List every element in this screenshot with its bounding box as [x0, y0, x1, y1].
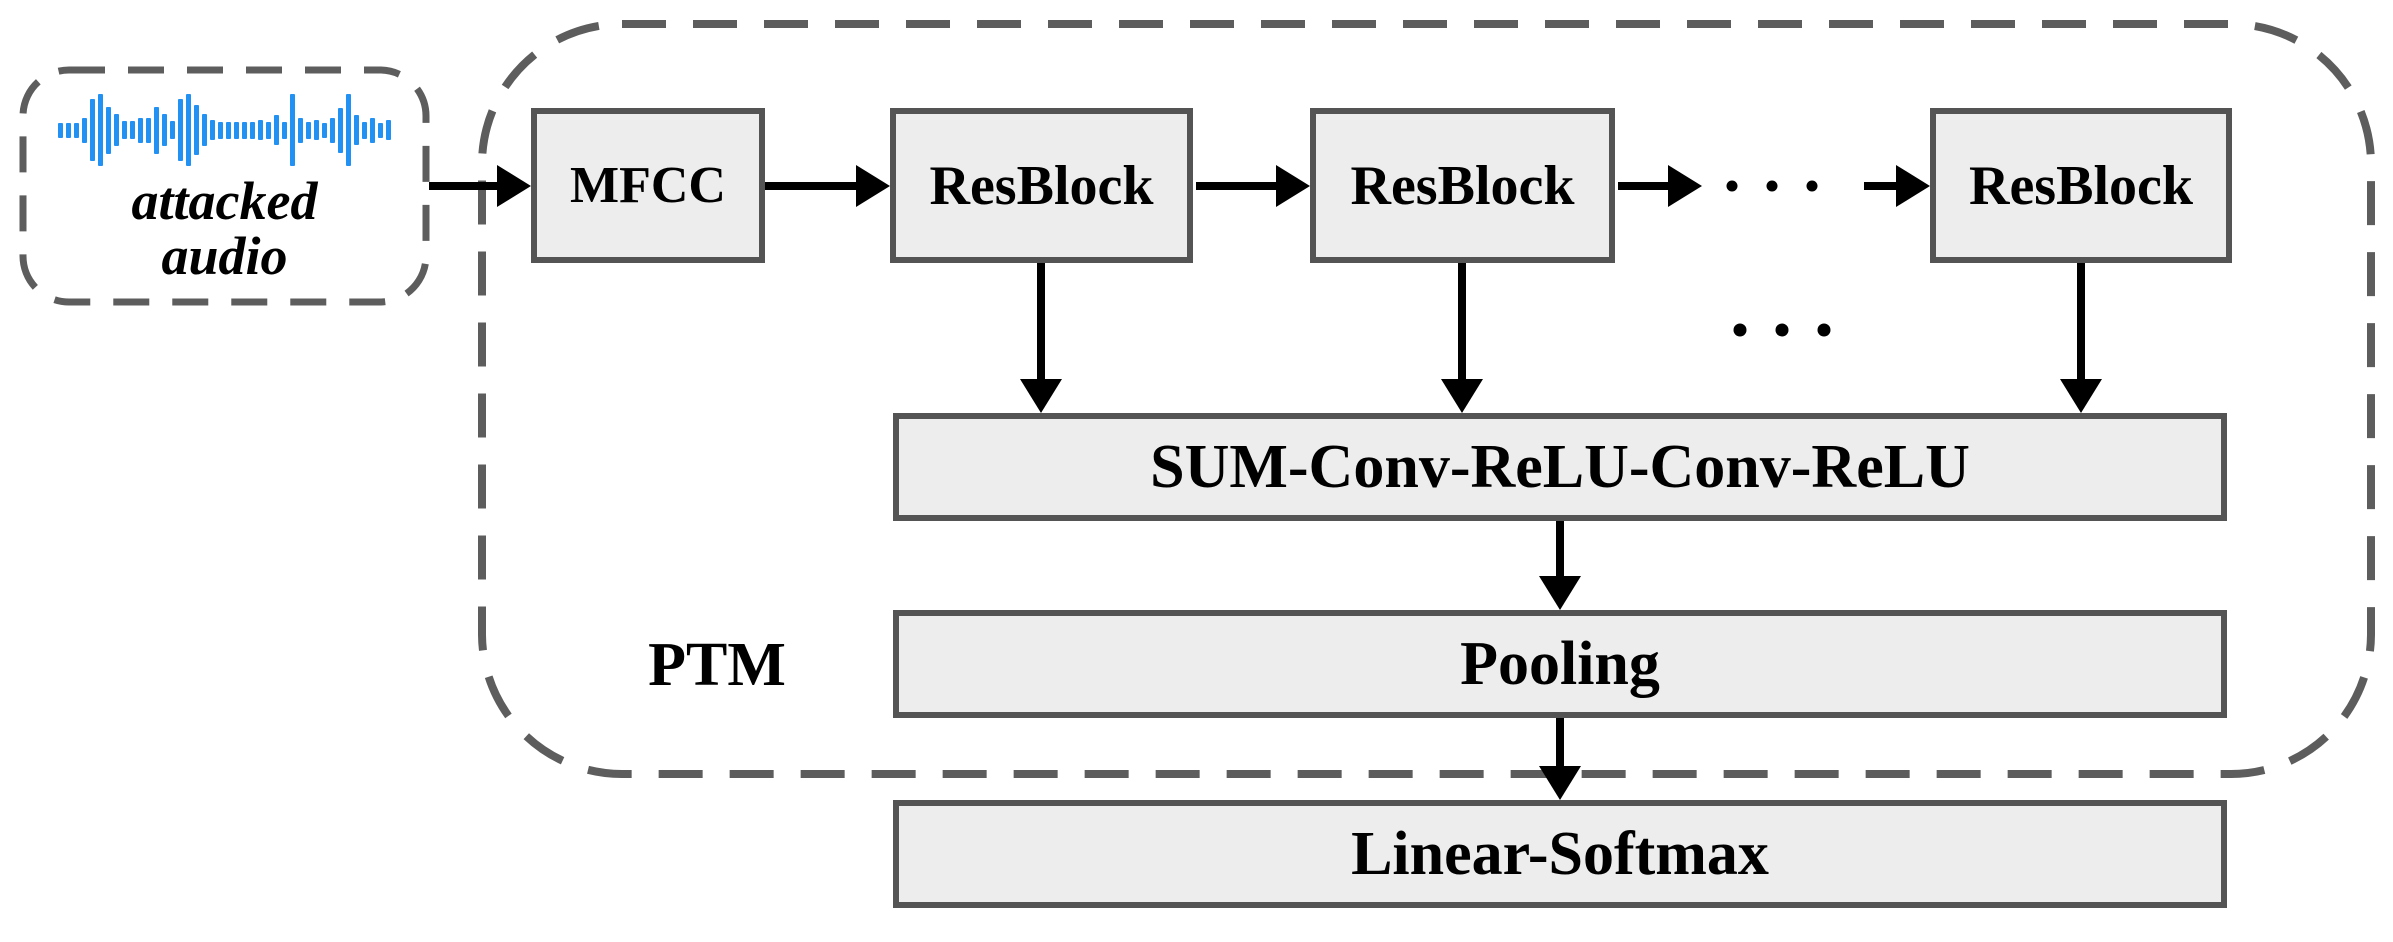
resblock-node-2-label: ResBlock	[1350, 154, 1575, 217]
pooling-node-label: Pooling	[1460, 629, 1660, 698]
attacked-audio-node: attacked audio	[23, 70, 426, 302]
ellipsis-dot	[1726, 180, 1738, 192]
mfcc-node: MFCC	[531, 108, 765, 263]
waveform-bar	[242, 121, 247, 139]
arrowhead-sum-to-pooling	[1539, 576, 1581, 610]
waveform-bar	[290, 94, 295, 166]
resblock-node-1-label: ResBlock	[929, 154, 1154, 217]
waveform-bar	[306, 121, 311, 139]
waveform-bar	[146, 117, 151, 143]
waveform-bar	[74, 122, 79, 138]
waveform-bar	[178, 99, 183, 161]
waveform-bar	[298, 117, 303, 143]
sum-conv-relu-node-label: SUM-Conv-ReLU-Conv-ReLU	[1150, 432, 1970, 501]
pooling-node: Pooling	[893, 610, 2227, 718]
ellipsis-dot	[1806, 180, 1818, 192]
waveform-bar	[138, 117, 143, 143]
arrowhead-input-to-mfcc	[497, 165, 531, 207]
waveform-bar	[274, 115, 279, 145]
waveform-bar	[386, 120, 391, 140]
waveform-bar	[354, 115, 359, 145]
resblock-node-3-label: ResBlock	[1969, 154, 2193, 217]
linear-softmax-node-label: Linear-Softmax	[1351, 819, 1769, 888]
waveform-bar	[90, 99, 95, 161]
ptm-container-label: PTM	[648, 631, 786, 699]
resblock-node-1: ResBlock	[890, 108, 1193, 263]
waveform-bar	[202, 114, 207, 146]
waveform-bar	[122, 121, 127, 139]
waveform-bar	[98, 94, 103, 166]
ellipsis-dot	[1733, 323, 1747, 337]
arrowhead-resblock2-to-ellipsis	[1668, 165, 1702, 207]
ellipsis-dot	[1775, 323, 1789, 337]
waveform-bar	[114, 114, 119, 146]
waveform-bar	[378, 122, 383, 138]
waveform-bar	[338, 107, 343, 153]
attacked-audio-label: attacked audio	[131, 171, 318, 287]
arrowhead-resblock2-to-sum	[1441, 379, 1483, 413]
waveform-bar	[234, 121, 239, 139]
waveform-bar	[82, 117, 87, 143]
ellipsis-dot	[1817, 323, 1831, 337]
mfcc-node-label: MFCC	[570, 157, 726, 214]
waveform-bar	[162, 114, 167, 146]
waveform-bar	[226, 121, 231, 139]
waveform-bar	[370, 117, 375, 143]
waveform-bar	[66, 122, 71, 138]
sum-conv-relu-node: SUM-Conv-ReLU-Conv-ReLU	[893, 413, 2227, 521]
arrowhead-resblock3-to-sum	[2060, 379, 2102, 413]
audio-waveform-icon	[58, 88, 391, 172]
waveform-bar	[154, 106, 159, 154]
waveform-bar	[130, 121, 135, 139]
arrowhead-ellipsis-to-resblock3	[1896, 165, 1930, 207]
attacked-audio-label-line1: attacked	[131, 171, 318, 231]
waveform-bar	[194, 105, 199, 155]
waveform-bar	[322, 122, 327, 138]
waveform-bar	[314, 120, 319, 140]
arrowhead-pooling-to-linear	[1539, 766, 1581, 800]
linear-softmax-node: Linear-Softmax	[893, 800, 2227, 908]
waveform-bar	[362, 121, 367, 139]
waveform-bar	[186, 94, 191, 166]
horizontal-ellipsis-icon	[1726, 180, 1818, 192]
lower-ellipsis-icon	[1733, 323, 1831, 337]
waveform-bar	[106, 106, 111, 154]
waveform-bar	[210, 120, 215, 140]
waveform-bar	[330, 117, 335, 143]
resblock-node-3: ResBlock	[1930, 108, 2232, 263]
waveform-bar	[282, 121, 287, 139]
waveform-bar	[258, 120, 263, 140]
waveform-bar	[170, 121, 175, 139]
waveform-bar	[346, 94, 351, 166]
ellipsis-dot	[1766, 180, 1778, 192]
waveform-bar	[218, 121, 223, 139]
arrowhead-resblock1-to-resblock2	[1276, 165, 1310, 207]
waveform-bar	[266, 121, 271, 139]
arrowhead-mfcc-to-resblock1	[856, 165, 890, 207]
attacked-audio-label-line2: audio	[161, 226, 288, 287]
waveform-bar	[58, 122, 63, 138]
arrowhead-resblock1-to-sum	[1020, 379, 1062, 413]
resblock-node-2: ResBlock	[1310, 108, 1615, 263]
waveform-bar	[250, 121, 255, 139]
